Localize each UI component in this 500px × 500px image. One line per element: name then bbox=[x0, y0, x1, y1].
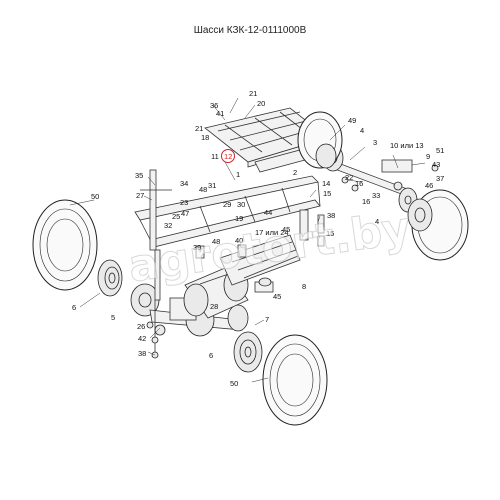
part-label: 21 bbox=[195, 124, 203, 133]
part-label: 48 bbox=[212, 237, 220, 246]
part-labels: 21 20 36 41 21 18 49 4 3 2 10 или 13 51 … bbox=[72, 89, 444, 388]
part-label: 17 или 24 bbox=[255, 228, 289, 237]
highlight-ring bbox=[221, 149, 235, 163]
part-label: 48 bbox=[199, 185, 207, 194]
part-label: 22 bbox=[345, 173, 353, 182]
part-label: 25 bbox=[172, 212, 180, 221]
part-label: 7 bbox=[265, 315, 269, 324]
part-label: 3 bbox=[373, 138, 377, 147]
part-label: 6 bbox=[72, 303, 76, 312]
part-label: 16 bbox=[362, 197, 370, 206]
part-label: 31 bbox=[208, 181, 216, 190]
wheel-rear-right-top bbox=[297, 111, 343, 169]
part-label: 49 bbox=[348, 116, 356, 125]
part-label: 2 bbox=[293, 168, 297, 177]
part-label: 45 bbox=[273, 292, 281, 301]
part-label: 36 bbox=[210, 101, 218, 110]
part-label: 8 bbox=[302, 282, 306, 291]
part-label: 4 bbox=[375, 217, 379, 226]
part-label: 26 bbox=[137, 322, 145, 331]
part-label: 23 bbox=[180, 198, 188, 207]
part-label: 33 bbox=[372, 191, 380, 200]
part-label: 51 bbox=[436, 146, 444, 155]
part-label: 30 bbox=[237, 200, 245, 209]
part-label: 29 bbox=[223, 200, 231, 209]
part-label: 21 bbox=[249, 89, 257, 98]
part-label: 35 bbox=[135, 171, 143, 180]
part-label: 28 bbox=[210, 302, 218, 311]
leader-lines bbox=[69, 97, 426, 383]
part-label: 1 bbox=[236, 170, 240, 179]
part-label: 19 bbox=[235, 214, 243, 223]
part-label: 9 bbox=[426, 152, 430, 161]
part-label: 40 bbox=[235, 236, 243, 245]
part-label: 37 bbox=[436, 174, 444, 183]
part-label: 6 bbox=[209, 351, 213, 360]
part-label: 50 bbox=[91, 192, 99, 201]
part-label: 18 bbox=[201, 133, 209, 142]
part-label: 39 bbox=[193, 243, 201, 252]
linkage-parts bbox=[146, 176, 403, 359]
part-label: 5 bbox=[111, 313, 115, 322]
part-label: 41 bbox=[216, 109, 224, 118]
main-frame bbox=[134, 149, 321, 251]
part-label: 38 bbox=[327, 211, 335, 220]
part-label: 27 bbox=[136, 191, 144, 200]
part-label: 38 bbox=[138, 349, 146, 358]
part-label: 50 bbox=[230, 379, 238, 388]
part-label: 34 bbox=[180, 179, 188, 188]
drawbar-assembly bbox=[219, 234, 301, 293]
part-label: 15 bbox=[326, 229, 334, 238]
page-title: Шасси КЗК-12-0111000В bbox=[193, 25, 307, 36]
part-label: 10 или 13 bbox=[390, 141, 424, 150]
part-label: 43 bbox=[432, 160, 440, 169]
wheel-front-right bbox=[233, 331, 328, 426]
part-label: 4 bbox=[360, 126, 364, 135]
part-label: 32 bbox=[164, 221, 172, 230]
wheel-rear-right bbox=[407, 189, 469, 261]
part-label: 11 bbox=[211, 152, 219, 161]
part-label: 20 bbox=[257, 99, 265, 108]
part-label: 42 bbox=[138, 334, 146, 343]
part-label: 12 bbox=[224, 152, 232, 161]
wheel-front-left bbox=[32, 199, 123, 297]
part-label: 14 bbox=[322, 179, 330, 188]
part-label: 45 bbox=[282, 225, 290, 234]
part-label: 16 bbox=[355, 179, 363, 188]
part-label: 44 bbox=[264, 208, 272, 217]
part-label: 46 bbox=[425, 181, 433, 190]
part-label: 15 bbox=[323, 189, 331, 198]
part-label: 47 bbox=[181, 209, 189, 218]
